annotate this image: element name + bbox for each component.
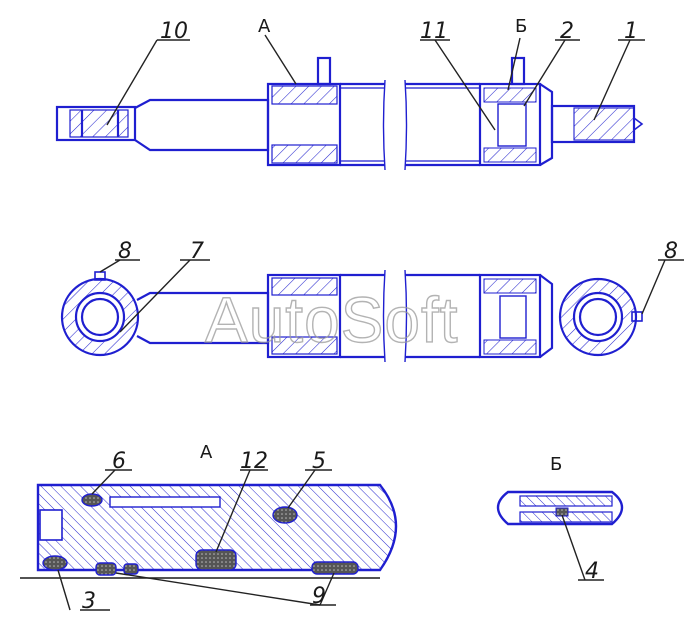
seal-12 <box>195 549 237 571</box>
top-view <box>55 56 644 171</box>
seal-4 <box>555 507 569 517</box>
view-label-b-detail: Б <box>550 454 562 475</box>
callout-4: 4 <box>585 559 599 584</box>
callout-5: 5 <box>312 449 326 474</box>
detail-a-seals <box>42 493 359 576</box>
callout-8-left: 8 <box>118 239 132 264</box>
detail-b-section <box>496 490 624 526</box>
callout-3: 3 <box>82 589 96 614</box>
middle-view <box>60 269 643 363</box>
callout-2: 2 <box>560 19 574 44</box>
leader-lines <box>57 34 684 611</box>
callout-11: 11 <box>420 19 448 44</box>
seal-6 <box>81 493 103 507</box>
view-label-b-top: Б <box>515 16 527 37</box>
callout-10: 10 <box>160 19 188 44</box>
detail-a-section <box>20 483 398 579</box>
callout-labels: 10 А 11 Б 2 1 8 7 8 А Б 6 12 5 3 9 4 <box>82 16 678 614</box>
seal-9b <box>123 563 139 575</box>
callout-1: 1 <box>624 19 638 44</box>
watermark: AutoSoft <box>205 284 459 356</box>
seal-5 <box>272 506 298 524</box>
view-label-a-top: А <box>258 16 271 37</box>
seal-3 <box>42 555 68 571</box>
callout-9: 9 <box>312 584 326 609</box>
seal-9c <box>311 561 359 575</box>
callout-6: 6 <box>112 449 126 474</box>
callout-8-right: 8 <box>664 239 678 264</box>
seal-9a <box>95 562 117 576</box>
view-label-a-detail: А <box>200 442 213 463</box>
callout-7: 7 <box>190 239 204 264</box>
rod-eye-block <box>55 105 137 142</box>
callout-12: 12 <box>240 449 268 474</box>
